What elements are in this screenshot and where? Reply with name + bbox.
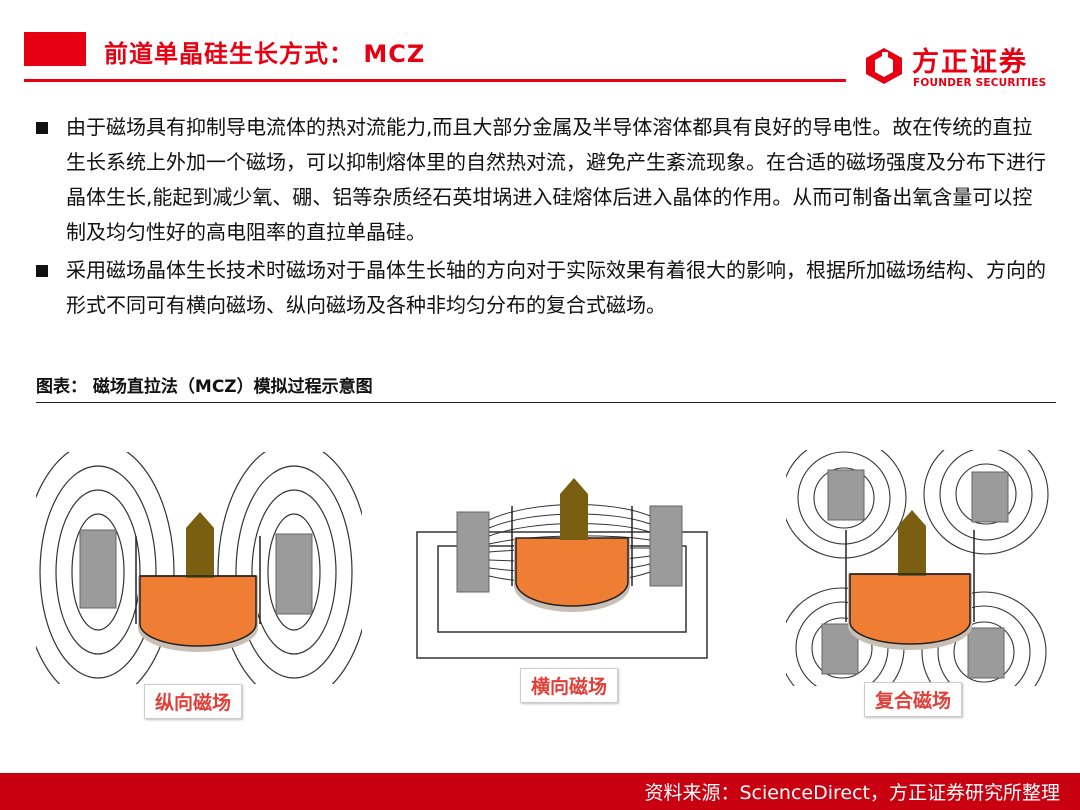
horizontal-field-label: 横向磁场: [520, 668, 619, 703]
compound-field-label: 复合磁场: [864, 682, 963, 717]
diagram-compound-field: 复合磁场: [779, 433, 1062, 717]
logo-english-name: FOUNDER SECURITIES: [913, 77, 1047, 89]
title-accent-block: [24, 32, 86, 66]
bullet-item: 采用磁场晶体生长技术时磁场对于晶体生长轴的方向对于实际效果有着很大的影响，根据所…: [36, 253, 1046, 323]
footer-bar: 资料来源：ScienceDirect，方正证券研究所整理: [0, 773, 1080, 810]
diagram-vertical-field: 纵向磁场: [21, 441, 371, 719]
logo-chinese-name: 方正证券: [912, 47, 1028, 78]
founder-logo-icon: [866, 48, 902, 84]
bullet-text: 采用磁场晶体生长技术时磁场对于晶体生长轴的方向对于实际效果有着很大的影响，根据所…: [66, 258, 1046, 317]
source-note: 资料来源：ScienceDirect，方正证券研究所整理: [644, 782, 1060, 804]
bullet-list: 由于磁场具有抑制导电流体的热对流能力,而且大部分金属及半导体溶体都具有良好的导电…: [36, 110, 1046, 326]
bullet-text: 由于磁场具有抑制导电流体的热对流能力,而且大部分金属及半导体溶体都具有良好的导电…: [66, 115, 1046, 244]
bullet-item: 由于磁场具有抑制导电流体的热对流能力,而且大部分金属及半导体溶体都具有良好的导电…: [36, 110, 1046, 250]
page-title: 前道单晶硅生长方式： MCZ: [104, 40, 426, 68]
horizontal-field-illustration: [416, 478, 708, 659]
bullet-square-icon: [36, 122, 48, 134]
company-logo: 方正证券 FOUNDER SECURITIES: [862, 40, 1062, 92]
figure-title: 图表： 磁场直拉法（MCZ）模拟过程示意图: [36, 377, 373, 397]
title-divider: [24, 79, 846, 82]
figure-divider: [36, 402, 1056, 403]
vertical-field-label: 纵向磁场: [144, 684, 243, 719]
diagram-horizontal-field: 横向磁场: [412, 476, 732, 703]
vertical-field-illustration: [21, 441, 371, 703]
bullet-square-icon: [36, 265, 48, 277]
compound-field-illustration: [779, 433, 1049, 713]
